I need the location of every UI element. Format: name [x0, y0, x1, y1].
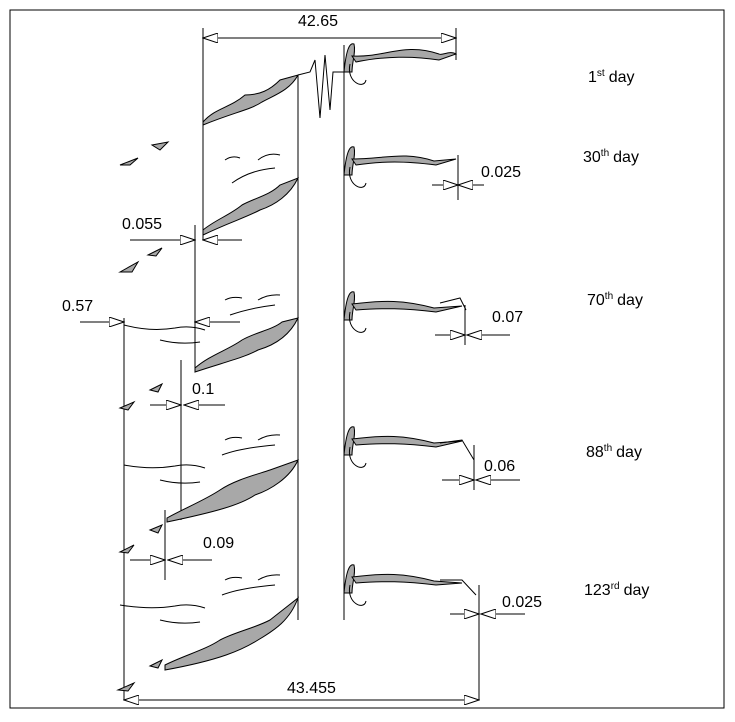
dimension-labels: 42.65 43.455 0.025 0.055 0.57 0.07 0.1 0…: [62, 13, 542, 697]
dim-left-d70: 0.57: [62, 298, 93, 315]
dim-bottom-total: 43.455: [287, 680, 336, 697]
right-crack-lines: [439, 297, 477, 596]
dim-right-d123: 0.025: [502, 594, 542, 611]
dimension-lines: [80, 38, 525, 700]
dim-left-d30: 0.055: [122, 216, 162, 233]
dim-right-d88: 0.06: [484, 458, 515, 475]
dim-right-d30: 0.025: [481, 164, 521, 181]
left-crack-shapes: [116, 74, 300, 692]
dim-left-d88: 0.1: [192, 381, 214, 398]
left-hairline-cracks: [119, 153, 281, 624]
break-symbol: [297, 54, 344, 119]
dim-right-d70: 0.07: [492, 309, 523, 326]
dim-left-d123: 0.09: [203, 535, 234, 552]
figure-frame: [9, 9, 725, 709]
dim-top-total: 42.65: [298, 13, 338, 30]
right-anchors: [343, 43, 463, 606]
reference-lines: [123, 28, 480, 700]
